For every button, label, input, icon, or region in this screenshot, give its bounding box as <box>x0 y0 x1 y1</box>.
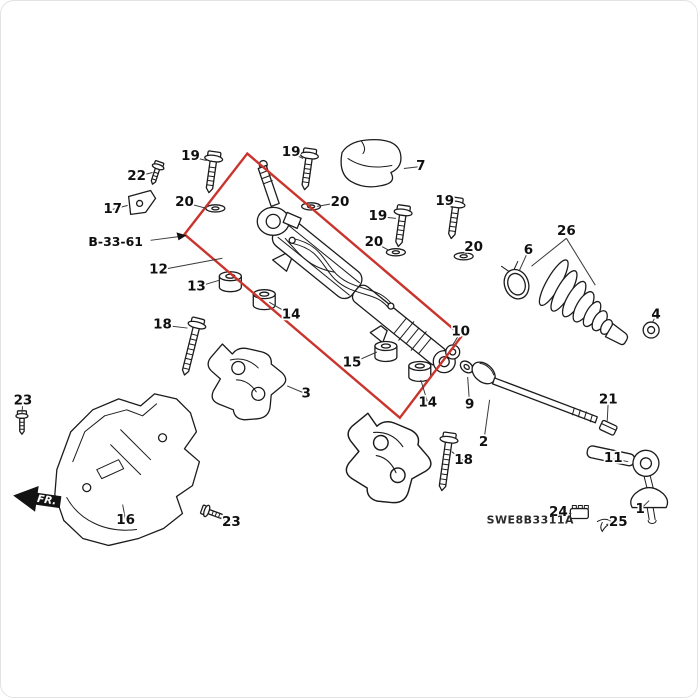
tie-rod-end-11 <box>586 445 660 477</box>
leader-line-7 <box>403 166 421 170</box>
callout-19-4: 19 <box>282 145 301 160</box>
callout-17-1: 17 <box>103 202 122 217</box>
callout-6-12: 6 <box>524 243 533 258</box>
callout-20-5: 20 <box>331 195 350 210</box>
leader-line-1 <box>639 500 650 510</box>
mount-bracket-3 <box>207 343 287 421</box>
leader-line-10 <box>452 331 462 346</box>
leader-line-4 <box>651 314 657 324</box>
callout-14-20: 14 <box>418 395 437 410</box>
boot-band-6 <box>501 260 530 300</box>
callout-7-6: 7 <box>416 159 425 174</box>
washer-20-a <box>205 204 226 213</box>
leader-line-19 <box>377 215 396 219</box>
bellows-boot-26 <box>538 259 629 346</box>
bolt-18-left <box>175 315 208 378</box>
leader-line-23 <box>21 400 24 414</box>
callout-labels-layer: 2217192019207192019202664121318141531410… <box>12 143 663 531</box>
bushing-14-right <box>408 360 432 383</box>
bushing-15 <box>374 340 398 363</box>
bolt-19-c <box>388 203 414 249</box>
boot-assembly <box>501 259 660 346</box>
leader-line-14 <box>420 379 429 403</box>
washer-20-c <box>385 248 406 257</box>
ball-joint-boot-1 <box>630 486 669 509</box>
callout-20-8: 20 <box>365 235 384 250</box>
callout-11-29: 11 <box>604 451 623 466</box>
leader-line-22 <box>136 172 153 177</box>
callout-15-18: 15 <box>343 355 362 370</box>
callout-22-0: 22 <box>127 169 146 184</box>
leader-line-17 <box>112 204 128 210</box>
callout-18-16: 18 <box>153 318 172 333</box>
leader-line-25 <box>606 522 619 525</box>
callout-12-14: 12 <box>149 263 168 278</box>
leader-line-19 <box>444 201 454 209</box>
callout-2-23: 2 <box>479 435 488 450</box>
leader-line-20 <box>373 241 390 251</box>
leader-line-19 <box>190 156 207 162</box>
callout-19-9: 19 <box>435 194 454 209</box>
leader-line-6 <box>519 250 529 271</box>
callout-23-25: 23 <box>14 393 33 408</box>
ref-arrowhead <box>176 232 187 241</box>
bolt-23-top <box>15 410 29 435</box>
callout-14-17: 14 <box>282 308 301 323</box>
callout-3-19: 3 <box>301 386 310 401</box>
highlight-box <box>182 151 464 420</box>
leader-line-16 <box>122 504 127 521</box>
inner-tie-rod-assembly <box>445 344 598 424</box>
static-leaders <box>150 232 596 286</box>
bushing-14-left <box>252 289 276 311</box>
fr-direction-arrow: FR. <box>13 486 62 512</box>
callout-13-15: 13 <box>187 280 206 295</box>
leader-line-21 <box>606 399 609 421</box>
leader-line-18 <box>451 451 464 462</box>
leader-line-19 <box>290 152 304 159</box>
ref-code-label: B-33-61 <box>88 234 143 249</box>
callout-20-3: 20 <box>175 195 194 210</box>
callout-9-22: 9 <box>465 397 474 412</box>
callout-21-28: 21 <box>599 392 618 407</box>
callout-24-31: 24 <box>549 505 568 520</box>
leader-line-13 <box>196 279 220 288</box>
callout-20-10: 20 <box>464 240 483 255</box>
castle-nut-24 <box>569 505 589 520</box>
leader-line-20 <box>317 201 341 207</box>
leader-line-15 <box>351 351 378 364</box>
mount-bracket-lower <box>336 409 439 510</box>
leader-line-2 <box>483 399 491 443</box>
cotter-pin-25 <box>596 518 613 532</box>
callout-23-27: 23 <box>222 515 241 530</box>
leader-line-11 <box>613 458 629 463</box>
callout-26-11: 26 <box>557 224 576 239</box>
callout-18-24: 18 <box>454 453 473 468</box>
leader-line-12 <box>158 257 223 271</box>
leader-line-20 <box>184 201 207 209</box>
diagram-code-label: SWE8B3311A <box>487 514 574 527</box>
callout-10-21: 10 <box>451 325 470 340</box>
tie-rod-shaft <box>491 377 598 424</box>
leader-line-9 <box>467 376 471 405</box>
leader-line-20 <box>465 246 474 255</box>
callout-25-32: 25 <box>609 515 628 530</box>
leader-lines-layer <box>21 152 657 525</box>
callout-19-7: 19 <box>369 209 388 224</box>
leader-line-18 <box>162 324 188 329</box>
callout-1-30: 1 <box>635 502 644 517</box>
callout-16-26: 16 <box>116 513 135 528</box>
callout-19-2: 19 <box>181 149 200 164</box>
jam-nut-21 <box>598 419 618 436</box>
tie-rod-end-assembly <box>569 419 669 532</box>
leader-line-23 <box>215 516 232 523</box>
leader-line-3 <box>286 385 307 395</box>
leader-line-14 <box>268 301 292 316</box>
steering-hole-cover <box>340 138 402 188</box>
callout-4-13: 4 <box>651 308 660 323</box>
fr-label: FR. <box>36 493 57 508</box>
heat-shield-plate <box>54 393 201 547</box>
leader-line-24 <box>558 512 572 515</box>
bracket-17 <box>127 189 157 216</box>
